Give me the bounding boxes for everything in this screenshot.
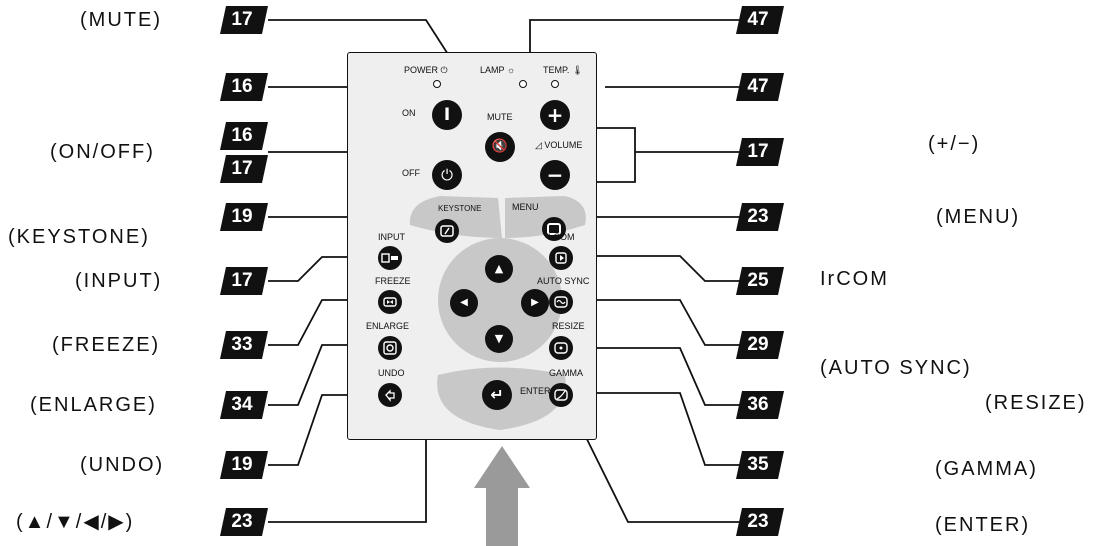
down-arrow-button[interactable]: ▼ [485,325,513,353]
freeze-icon [383,297,397,307]
undo-label: UNDO [378,368,405,378]
gamma-button[interactable] [549,383,573,407]
ircom-button[interactable] [549,246,573,270]
page-ref-ircom: 25 [736,267,784,295]
lamp-indicator-icon [519,80,527,88]
keystone-icon [440,225,454,237]
page-ref-resize: 36 [736,391,784,419]
page-ref-lamp: 47 [736,6,784,34]
input-label: INPUT [378,232,405,242]
page-ref-menu: 23 [736,203,784,231]
page-ref-gamma: 35 [736,451,784,479]
page-ref-temp: 47 [736,73,784,101]
temp-indicator-icon [551,80,559,88]
page-ref-on-off-1: 16 [220,122,268,150]
input-button[interactable] [378,246,402,270]
callout-volume: (+/−) [928,133,981,155]
freeze-label: FREEZE [375,276,411,286]
on-button[interactable]: I [432,100,462,130]
mute-label: MUTE [487,112,513,122]
page-ref-power: 16 [220,73,268,101]
volume-down-button[interactable]: − [540,160,570,190]
callout-freeze: (FREEZE) [52,334,161,356]
callout-gamma: (GAMMA) [935,458,1038,480]
input-icon [381,253,398,263]
lamp-indicator-label: LAMP ☼ [480,65,516,75]
callout-mute: (MUTE) [80,9,162,31]
off-button[interactable]: ⏻ [432,160,462,190]
menu-button[interactable] [542,217,566,241]
volume-up-button[interactable]: + [540,100,570,130]
page-ref-arrows: 23 [220,508,268,536]
callout-on-off: (ON/OFF) [50,141,155,163]
ircom-icon [555,252,567,264]
resize-button[interactable] [549,336,573,360]
callout-undo: (UNDO) [80,454,165,476]
callout-auto-sync: (AUTO SYNC) [820,357,972,379]
enter-label: ENTER [520,386,551,396]
menu-label: MENU [512,202,539,212]
callout-input: (INPUT) [75,270,163,292]
menu-icon [547,223,561,235]
auto-sync-label: AUTO SYNC [537,276,590,286]
pointing-arrow-icon [474,446,530,546]
callout-menu: (MENU) [936,206,1021,228]
callout-keystone: (KEYSTONE) [8,226,150,248]
resize-label: RESIZE [552,321,585,331]
keystone-label: KEYSTONE [438,204,482,213]
gamma-icon [554,389,568,401]
power-indicator-icon [433,80,441,88]
page-ref-auto-sync: 29 [736,331,784,359]
resize-icon [554,342,568,354]
enter-button[interactable]: ↵ [482,380,512,410]
off-label: OFF [402,168,420,178]
freeze-button[interactable] [378,290,402,314]
page-ref-enlarge: 34 [220,391,268,419]
up-arrow-button[interactable]: ▲ [485,255,513,283]
page-ref-on-off-2: 17 [220,155,268,183]
callout-enlarge: (ENLARGE) [30,394,157,416]
keystone-button[interactable] [435,219,459,243]
undo-button[interactable] [378,383,402,407]
callout-ircom: IrCOM [820,268,889,290]
callout-arrows: (▲/▼/◀/▶) [16,511,135,533]
page-ref-mute: 17 [220,6,268,34]
ircom-label: IrCOM [548,232,575,242]
page-ref-enter: 23 [736,508,784,536]
gamma-label: GAMMA [549,368,584,378]
page-ref-volume: 17 [736,138,784,166]
on-label: ON [402,108,416,118]
page-ref-freeze: 33 [220,331,268,359]
left-arrow-button[interactable]: ◀ [450,289,478,317]
power-indicator-label: POWER ⏻ [404,65,448,75]
page-ref-keystone: 19 [220,203,268,231]
page-ref-input: 17 [220,267,268,295]
callout-enter: (ENTER) [935,514,1031,536]
volume-label: ◿ VOLUME [535,140,583,150]
auto-sync-icon [554,296,568,308]
undo-icon [385,389,395,402]
right-arrow-button[interactable]: ▶ [521,289,549,317]
auto-sync-button[interactable] [549,290,573,314]
enlarge-icon [383,341,397,355]
callout-resize: (RESIZE) [985,392,1087,414]
temp-indicator-label: TEMP. 🌡 [543,65,584,75]
page-ref-undo: 19 [220,451,268,479]
enlarge-label: ENLARGE [366,321,410,331]
enlarge-button[interactable] [378,336,402,360]
mute-button[interactable]: 🔇 [485,132,515,162]
